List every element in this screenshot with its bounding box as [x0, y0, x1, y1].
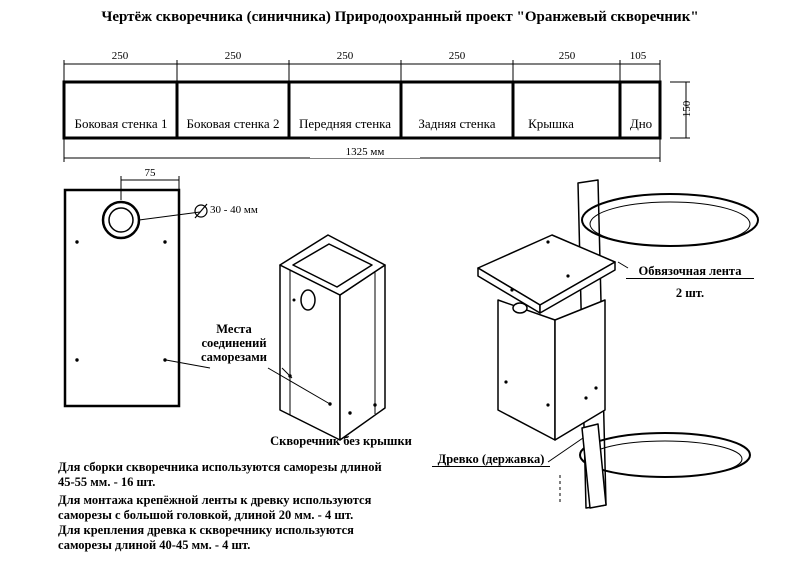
- front-wall-drawing: [63, 176, 211, 408]
- board-outline: [62, 80, 662, 140]
- plank-label-roof: Крышка: [528, 116, 574, 131]
- birdhouse-front: [497, 299, 556, 441]
- plank-label-side-wall-1: Боковая стенка 1: [74, 116, 168, 131]
- note-pole-screws: Для крепления древка к скворечнику испол…: [58, 523, 354, 552]
- plank-length-1: 250: [111, 50, 129, 62]
- screw-points: [75, 240, 167, 362]
- box-without-roof: [267, 234, 386, 441]
- strap-callout: Обвязочная лента: [626, 264, 754, 279]
- diameter-leader: [138, 211, 201, 221]
- hole-offset-label: 75: [144, 167, 156, 179]
- plank-label-back-wall: Задняя стенка: [418, 116, 496, 131]
- plank-label-side-wall-2: Боковая стенка 2: [186, 116, 280, 131]
- front-wall-outline: [63, 188, 181, 408]
- plank-length-2: 250: [224, 50, 242, 62]
- dashed-arrow-icon: [559, 475, 561, 505]
- plank-label-front-wall: Передняя стенка: [298, 116, 392, 131]
- plank-length-5: 250: [558, 50, 576, 62]
- plank-plan: [62, 60, 690, 162]
- diameter-symbol: [194, 204, 208, 218]
- plank-length-4: 250: [448, 50, 466, 62]
- plank-label-bottom: Дно: [629, 116, 653, 131]
- board-width-label: 150: [681, 100, 693, 118]
- page-title: Чертёж скворечника (синичника) Природоох…: [101, 9, 699, 25]
- plank-length-6: 105: [629, 50, 647, 62]
- without-roof-caption: Скворечник без крышки: [270, 434, 412, 448]
- total-length-label: 1325 мм: [310, 146, 420, 158]
- screw-points-callout: Места соединений саморезами: [200, 322, 268, 364]
- note-strap-screws: Для монтажа крепёжной ленты к древку исп…: [58, 493, 372, 522]
- note-assembly-screws: Для сборки скворечника используются само…: [58, 460, 382, 489]
- pole-callout: Древко (державка): [432, 452, 550, 467]
- assembled-birdhouse: [477, 179, 759, 509]
- plank-length-3: 250: [336, 50, 354, 62]
- strap-count: 2 шт.: [675, 286, 705, 300]
- hole-diameter-label: 30 - 40 мм: [210, 204, 258, 216]
